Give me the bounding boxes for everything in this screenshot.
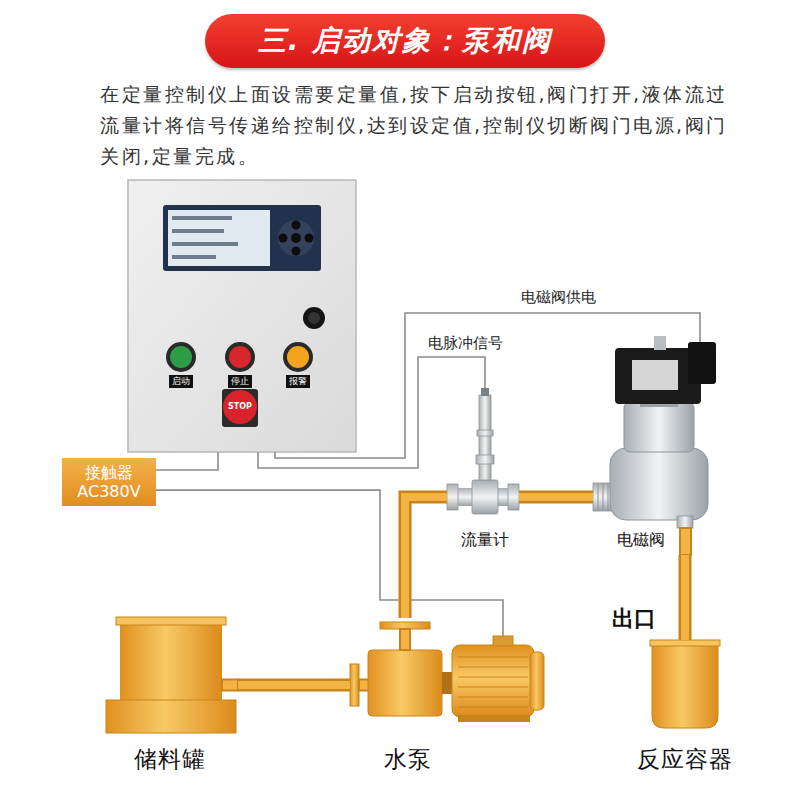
pipe [685,555,686,640]
pipe-outline [519,491,593,504]
water-pump: 水泵 [350,618,548,783]
wire-line [156,452,218,470]
wire-line [156,490,503,618]
signal-wire [258,357,485,468]
part-name: 电磁阀 [617,530,665,549]
wire-line [258,357,485,468]
title-text: 三. 启动对象：泵和阀 [258,22,552,60]
part-name: 水泵 [384,746,432,774]
signal-wire [156,452,218,470]
pipe-outline [405,497,447,618]
contactor-label: 接触器 AC380V [69,463,149,501]
part-name: 流量计 [461,530,509,549]
signal-wire [156,490,503,618]
button-label: 启动 [169,375,193,388]
reaction-vessel-figure [650,640,720,728]
flowmeter: 流量计 [447,388,519,555]
pipe-body [405,497,447,618]
part-name: 储料罐 [134,746,206,774]
pipe-body [681,555,689,640]
signal-wire [275,313,700,458]
part-name: 反应容器 [637,746,733,774]
storage-tank: 储料罐 [104,618,238,783]
wire-line [275,313,700,458]
solenoid-valve-figure [593,335,716,555]
pipe [405,497,447,618]
pump-figure [350,618,544,722]
reaction-vessel: 反应容器 [630,640,740,783]
contactor-box: 接触器 AC380V [62,458,156,506]
flowmeter-figure [447,388,519,514]
button-label: 停止 [228,375,252,388]
pipe [238,685,350,686]
button-label: 报警 [286,375,310,388]
pipe-outline [238,679,350,692]
pipe-body [519,493,593,501]
signal-label: 电脉冲信号 [426,334,505,352]
pipe [519,497,593,498]
control-cabinet: 启动 停止 报警 STOP [128,180,356,452]
solenoid-valve: 电磁阀 [593,335,718,555]
title-band: 三. 启动对象：泵和阀 [205,14,605,68]
signal-label: 电磁阀供电 [519,288,598,306]
pipe-body [238,681,350,689]
outlet-label: 出口 [612,606,656,632]
caption-text: 在定量控制仪上面设需要定量值,按下启动按钮,阀门打开,液体流过流量计将信号传递给… [100,79,740,172]
pipe-outline [679,555,692,640]
button-label: STOP [228,402,252,412]
storage-tank-figure [106,617,238,733]
control-cabinet [128,180,356,452]
